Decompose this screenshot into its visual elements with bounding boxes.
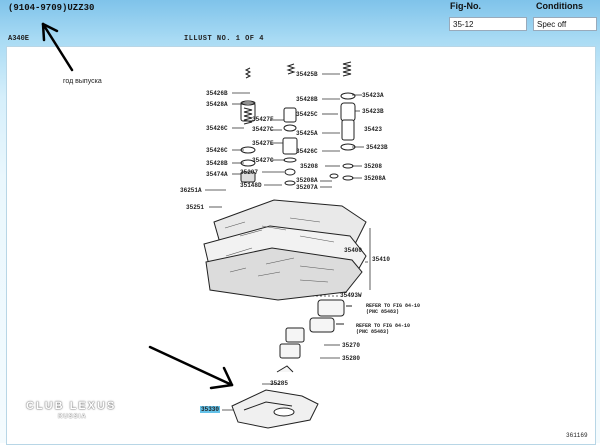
part-number[interactable]: 35285 [270,380,289,387]
part-number[interactable]: 35208 [300,163,319,170]
conditions-label: Conditions [536,1,583,11]
part-number[interactable]: 36251A [180,187,202,194]
part-number[interactable]: 35270 [342,342,361,349]
watermark-subtitle: RUSSIA [58,414,87,420]
part-number[interactable]: 35425C [296,111,318,118]
fig-no-field[interactable]: 35-12 [449,17,527,31]
part-number[interactable]: 35474A [206,171,228,178]
part-number[interactable]: 35426B [206,90,228,97]
year-annotation: год выпуска [63,78,102,85]
part-number[interactable]: 35493W [340,292,362,299]
part-number[interactable]: 35426C [206,125,228,132]
arrow-to-strainer [148,345,234,387]
fig-no-label: Fig-No. [450,1,481,11]
vehicle-code: (9104-9709)UZZ30 [8,3,95,13]
part-number[interactable]: 35426C [296,148,318,155]
part-number[interactable]: 35427C [252,126,274,133]
valve-body [203,199,367,301]
part-number[interactable]: 35410 [372,256,391,263]
arrow-to-year [41,22,74,72]
part-number[interactable]: 35426C [206,147,228,154]
solenoid-parts [276,299,352,373]
part-number[interactable]: 35427C [252,157,274,164]
figure-id: 361169 [566,432,588,439]
part-number[interactable]: 35208 [364,163,383,170]
part-number[interactable]: 35428B [296,96,318,103]
part-number[interactable]: 35400 [344,247,363,254]
conditions-field[interactable]: Spec off [533,17,597,31]
part-number[interactable]: 35208A [364,175,386,182]
part-number[interactable]: 35423 [364,126,383,133]
valve-parts [240,61,356,186]
part-number[interactable]: 35428A [206,101,228,108]
oil-strainer [231,389,319,429]
part-number[interactable]: 35251 [186,204,205,211]
reference-note[interactable]: REFER TO FIG 84-10 (PNC 85483) [356,323,411,335]
part-number[interactable]: 35207A [296,184,318,191]
part-number-selected[interactable]: 35330 [200,406,221,413]
part-number[interactable]: 35425B [296,71,318,78]
part-number[interactable]: 35207 [240,169,259,176]
part-number[interactable]: 35427E [252,140,274,147]
part-number[interactable]: 35423A [362,92,384,99]
watermark: CLUB LEXUS [26,400,117,412]
part-number[interactable]: 35208A [296,177,318,184]
part-number[interactable]: 35427F [252,116,274,123]
annotation-arrows [41,22,234,390]
part-number[interactable]: 35428B [206,160,228,167]
part-number[interactable]: 35423B [366,144,388,151]
reference-note[interactable]: REFER TO FIG 84-10 (PNC 85483) [366,303,421,315]
part-number[interactable]: 35425A [296,130,318,137]
part-number[interactable]: 35148D [240,182,262,189]
transmission-model: A340E [8,35,30,43]
part-number[interactable]: 35280 [342,355,361,362]
part-number[interactable]: 35423B [362,108,384,115]
illustration-number: ILLUST NO. 1 OF 4 [184,35,264,43]
